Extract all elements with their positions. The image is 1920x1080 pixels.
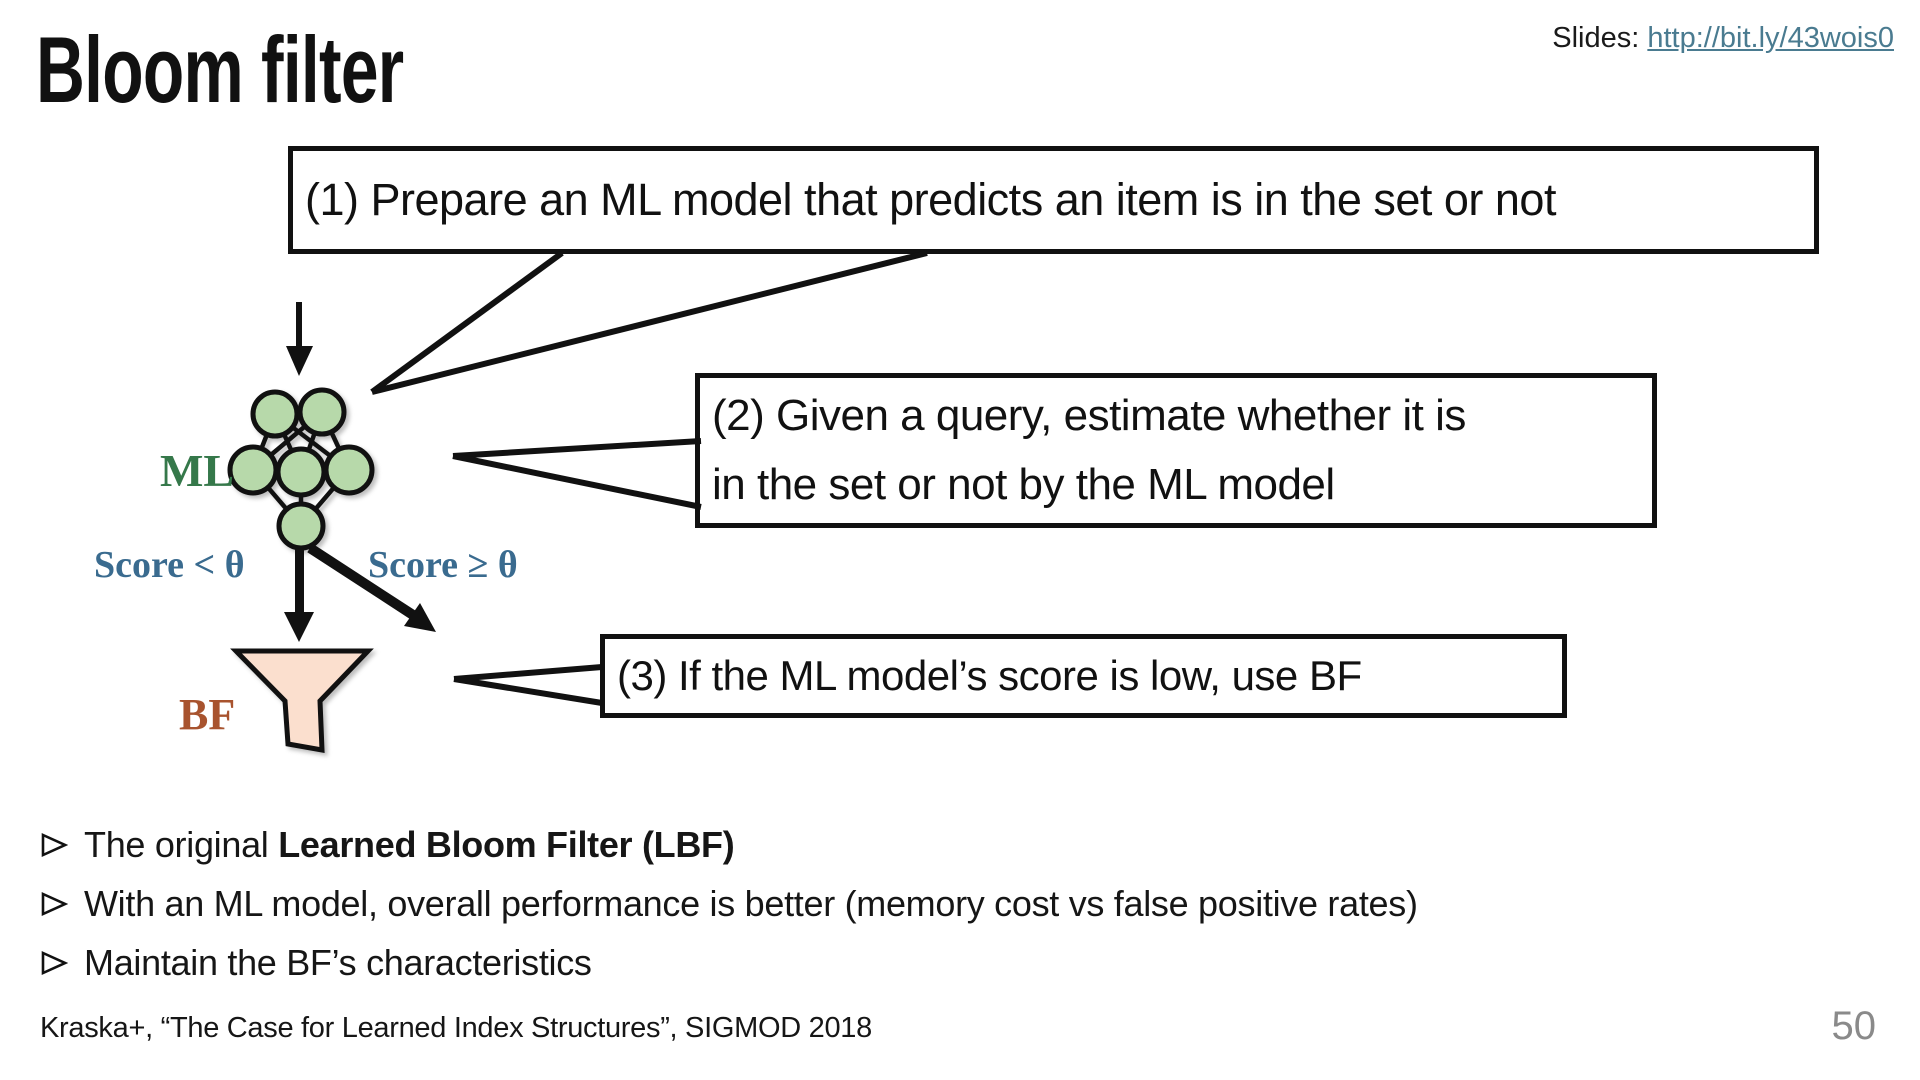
network-nodes: [227, 387, 375, 551]
callout-step3-pointer: [453, 664, 603, 706]
callout-step3: (3) If the ML model’s score is low, use …: [600, 634, 1567, 718]
bullet-text: With an ML model, overall performance is…: [84, 883, 1418, 924]
bullet-arrow-shape: [41, 832, 68, 858]
score-high-label: Score ≥ θ: [368, 544, 518, 586]
slides-url-link[interactable]: http://bit.ly/43wois0: [1647, 22, 1894, 54]
nn-node: [275, 446, 327, 498]
bullet-arrow-icon: [41, 891, 68, 917]
page-title: Bloom filter: [36, 17, 404, 122]
bf-funnel-icon: [230, 648, 374, 754]
nn-node: [227, 444, 279, 496]
callout-step3-text: (3) If the ML model’s score is low, use …: [617, 651, 1362, 699]
pointer-line: [371, 250, 928, 395]
funnel-shape: [230, 648, 374, 754]
pointer-line: [452, 453, 702, 510]
nn-node: [297, 387, 347, 437]
bullet-text: Maintain the BF’s characteristics: [84, 942, 592, 983]
bullet-arrow-shape: [41, 950, 68, 976]
bullet-arrow-icon: [41, 950, 68, 976]
arrow-shaft: [296, 302, 302, 348]
slides-link-row: Slides: http://bit.ly/43wois0: [1552, 22, 1894, 55]
nn-node: [250, 389, 300, 439]
bullet-arrow-icon: [41, 832, 68, 858]
pointer-line: [370, 250, 564, 395]
bullet-item-lbf: The original Learned Bloom Filter (LBF): [40, 824, 1418, 866]
arrow-head: [284, 612, 314, 642]
bf-label: BF: [179, 690, 236, 739]
bullet-item-characteristics: Maintain the BF’s characteristics: [40, 942, 1418, 984]
arrow-head: [286, 346, 313, 376]
callout-step1-pointer: [370, 250, 928, 395]
arrow-head: [404, 603, 436, 632]
score-high-arrow-icon: [307, 543, 436, 632]
arrow-shaft: [295, 549, 304, 615]
bullet-text: The original Learned Bloom Filter (LBF): [84, 824, 735, 865]
pointer-line: [453, 664, 603, 682]
slides-label: Slides:: [1552, 22, 1648, 54]
input-arrow-icon: [286, 302, 313, 376]
score-low-arrow-icon: [284, 549, 314, 642]
callout-step1-text: (1) Prepare an ML model that predicts an…: [305, 173, 1556, 225]
callout-step1: (1) Prepare an ML model that predicts an…: [288, 146, 1819, 254]
ml-label: ML: [160, 445, 235, 496]
bullet-arrow-shape: [41, 891, 68, 917]
nn-node: [323, 444, 375, 496]
citation: Kraska+, “The Case for Learned Index Str…: [40, 1012, 872, 1044]
bullet-list: The original Learned Bloom Filter (LBF) …: [40, 824, 1418, 1001]
nn-node: [276, 501, 326, 551]
callout-step2-line2: in the set or not by the ML model: [712, 459, 1335, 509]
pointer-line: [453, 676, 603, 706]
callout-step2-line1: (2) Given a query, estimate whether it i…: [712, 391, 1466, 441]
callout-step2: (2) Given a query, estimate whether it i…: [695, 373, 1657, 528]
score-low-label: Score < θ: [94, 544, 245, 586]
bullet-item-performance: With an ML model, overall performance is…: [40, 883, 1418, 925]
callout-step2-pointer: [452, 438, 702, 510]
page-number: 50: [1831, 1004, 1877, 1048]
ml-network-diagram: [227, 387, 375, 551]
arrow-shaft: [307, 543, 416, 620]
pointer-line: [452, 438, 702, 459]
